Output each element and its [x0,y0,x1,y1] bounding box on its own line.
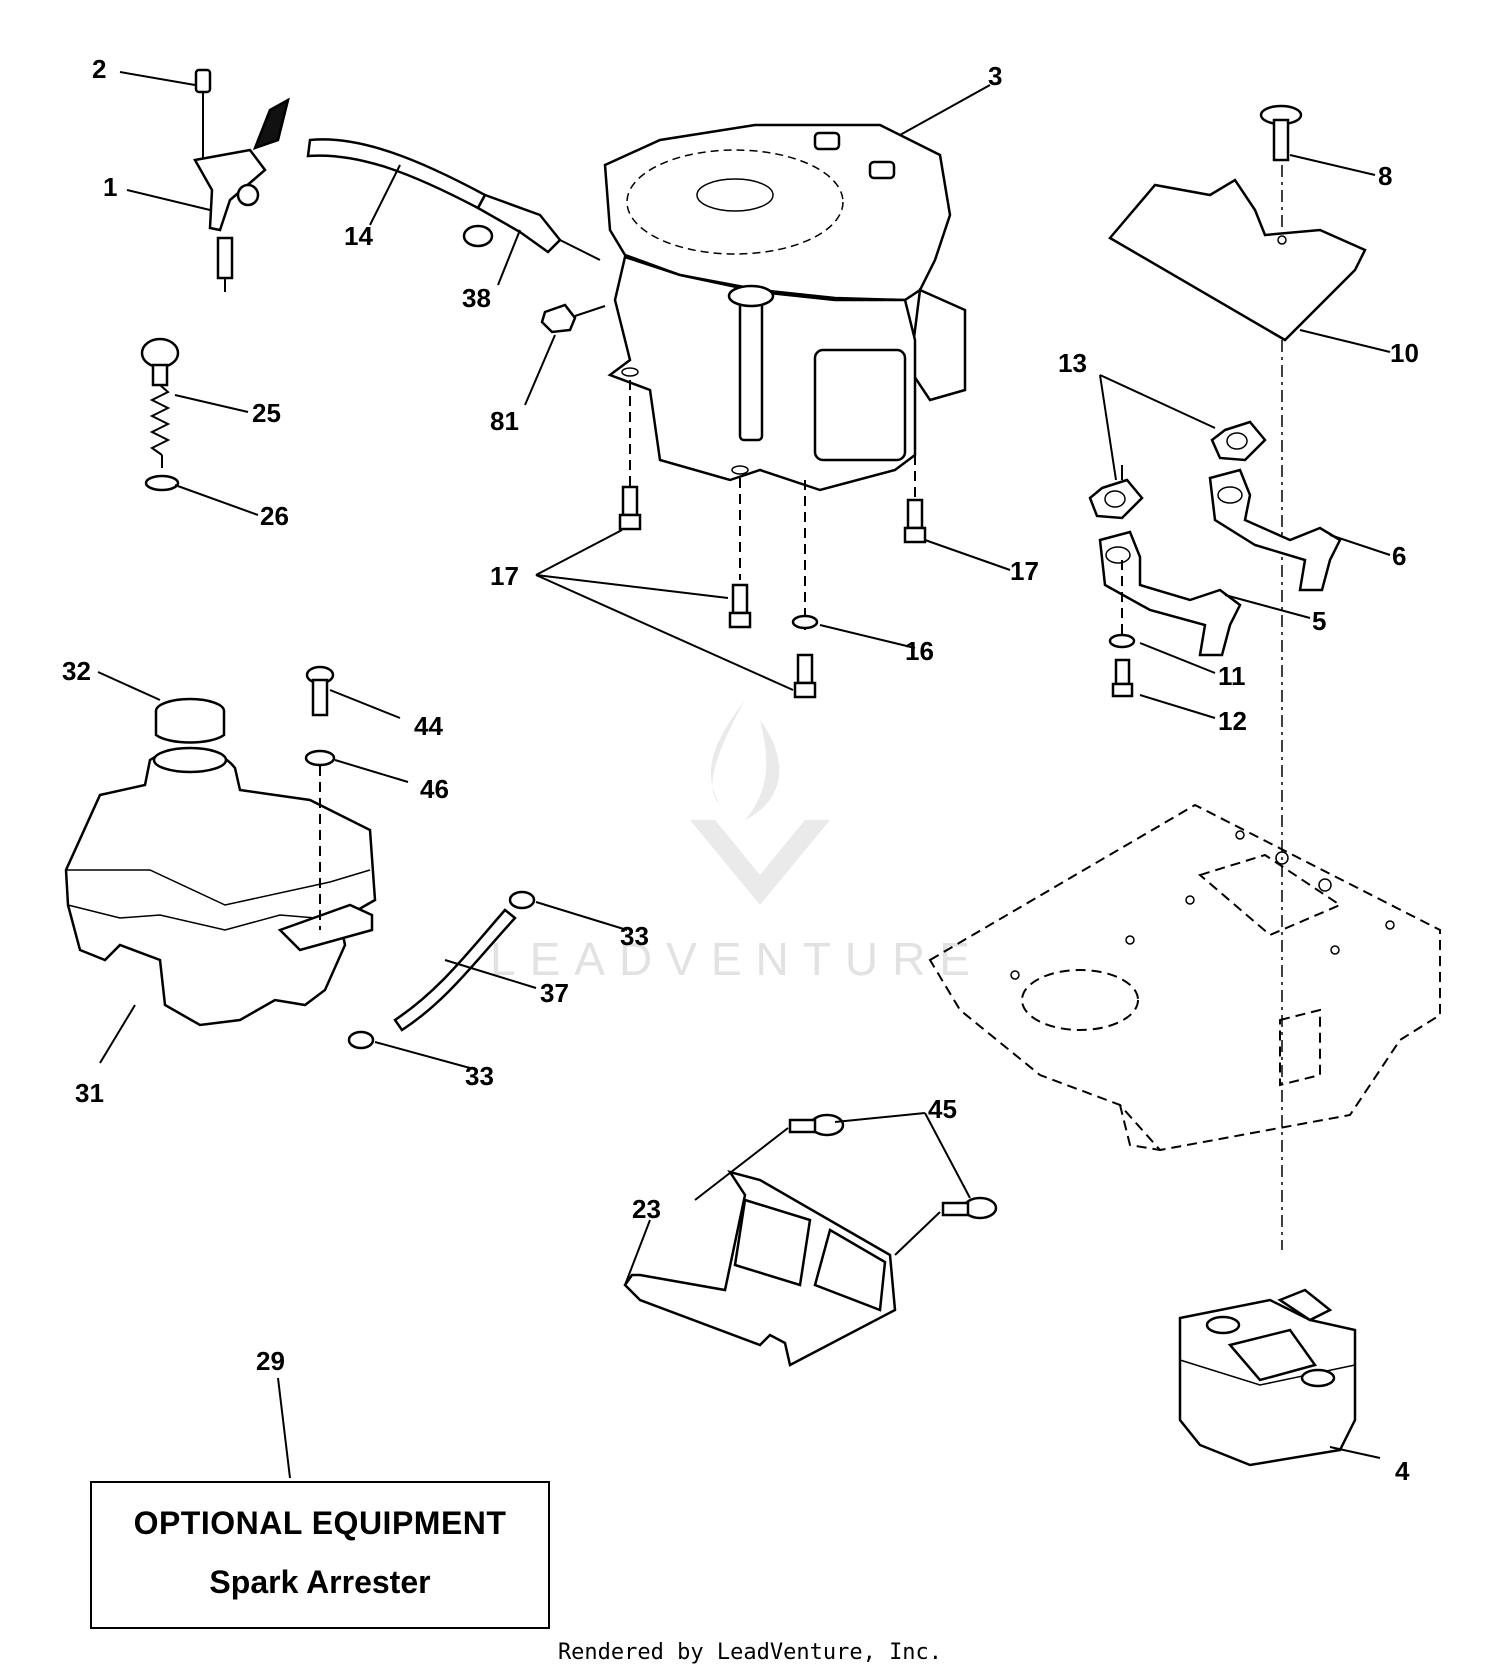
callout-1: 1 [103,172,117,202]
fuel-hose [347,890,536,1050]
callout-23: 23 [632,1194,661,1224]
fitting [540,303,606,334]
leadventure-watermark: LEADVENTURE [490,700,984,985]
callout-45: 45 [928,1094,957,1124]
callout-5: 5 [1312,606,1326,636]
callout-33-top: 33 [620,921,649,951]
callout-13: 13 [1058,348,1087,378]
watermark-text: LEADVENTURE [490,933,984,985]
callout-37: 37 [540,978,569,1008]
callout-4: 4 [1395,1456,1410,1486]
tank-screw [304,665,336,930]
callout-11: 11 [1218,661,1246,691]
callout-14: 14 [344,221,373,251]
callout-25: 25 [252,398,281,428]
muffler-bracket [623,1113,998,1367]
choke-knob [140,337,180,492]
callout-17-left: 17 [490,561,519,591]
engine-bolts [618,485,927,699]
spark-arrester-label: Spark Arrester [209,1564,431,1600]
exhaust-pipes [1088,420,1342,657]
callout-17-right: 17 [1010,556,1039,586]
optional-equipment-box: OPTIONAL EQUIPMENT Spark Arrester [90,1481,550,1629]
washer-and-bolt [1108,560,1136,698]
engine [603,123,967,630]
parts-diagram: LEADVENTURE [62,54,1441,1486]
callout-46: 46 [420,774,449,804]
callout-31: 31 [75,1078,104,1108]
callout-26: 26 [260,501,289,531]
muffler [1178,1288,1357,1467]
callout-2: 2 [92,54,106,84]
callout-10: 10 [1390,338,1419,368]
leader-lines [97,71,1391,1479]
callout-6: 6 [1392,541,1406,571]
callout-44: 44 [414,711,443,741]
heat-shield [1108,104,1367,1250]
fuel-line-and-filter [306,138,601,261]
throttle-control [193,68,290,292]
tractor-frame [928,803,1441,1152]
callout-3: 3 [988,61,1002,91]
callout-81: 81 [490,406,519,436]
callout-labels: 2 1 14 38 81 3 8 10 13 6 5 11 12 25 26 1… [62,54,1419,1486]
callout-32: 32 [62,656,91,686]
callout-8: 8 [1378,161,1392,191]
footer-credit: Rendered by LeadVenture, Inc. [557,1640,943,1665]
callout-12: 12 [1218,706,1247,736]
optional-equipment-title: OPTIONAL EQUIPMENT [133,1505,507,1541]
callout-16: 16 [905,636,934,666]
callout-29: 29 [256,1346,285,1376]
fuel-tank [64,697,377,1027]
callout-38: 38 [462,283,491,313]
callout-33-bottom: 33 [465,1061,494,1091]
